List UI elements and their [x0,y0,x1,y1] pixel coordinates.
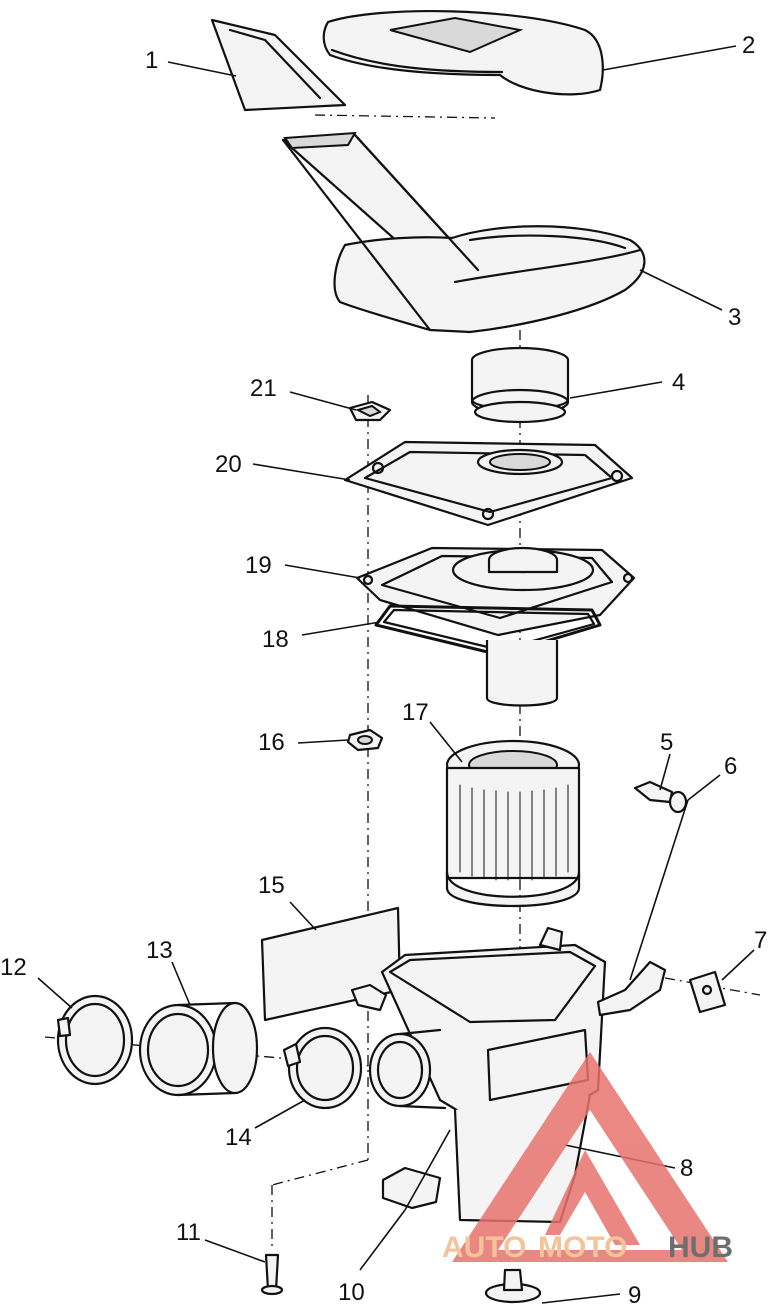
callout-1: 1 [145,47,158,74]
callout-4: 4 [672,369,685,396]
callout-13: 13 [146,937,173,964]
part-12-hose-clamp [56,994,134,1086]
part-2-foam-ring [322,10,604,96]
part-21-clip [348,400,392,422]
callout-11: 11 [176,1219,201,1246]
watermark-triangle-icon [452,1052,728,1262]
callout-2: 2 [742,32,755,59]
callout-9: 9 [628,1282,641,1306]
callout-12: 12 [0,954,27,981]
callout-labels: 1 2 3 4 5 6 7 8 9 10 11 12 13 14 15 16 1… [0,32,767,1306]
part-6-washer [668,790,688,814]
callout-14: 14 [225,1124,252,1151]
callout-5: 5 [660,729,673,756]
callout-6: 6 [724,753,737,780]
callout-18: 18 [262,626,289,653]
part-1-foam-pad [210,18,347,112]
part-3-intake-cover [281,131,646,334]
callout-8: 8 [680,1155,693,1182]
part-16-nut [346,728,384,752]
watermark-text-hub: HUB [668,1231,733,1264]
part-5-bolt [633,780,674,804]
part-11-screw [260,1253,284,1296]
callout-20: 20 [215,451,242,478]
callout-15: 15 [258,872,285,899]
part-14-hose-clamp [282,1026,363,1110]
filter-pleats [459,784,569,881]
watermark: AUTO MOTO HUB [442,1052,733,1264]
callout-7: 7 [754,927,767,954]
part-17-filter-element [445,739,581,908]
callout-3: 3 [728,304,741,331]
part-13-intake-tube [138,1001,259,1097]
part-9-drain-valve [484,1268,542,1304]
part-7-clip-nut [688,970,727,1014]
filter-cover-tube [485,640,559,707]
callout-10: 10 [338,1279,365,1306]
watermark-text-moto: MOTO [538,1231,627,1264]
watermark-text-auto: AUTO [442,1231,526,1264]
part-20-cover-plate [343,440,634,527]
callout-21: 21 [250,375,277,402]
part-10-foam-block [381,1166,442,1210]
callout-19: 19 [245,552,272,579]
callout-17: 17 [402,699,429,726]
part-18-gasket [374,604,602,657]
callout-16: 16 [258,729,285,756]
watermark-inner-mark-icon [545,1150,640,1245]
part-4-rubber-boot [470,346,570,424]
